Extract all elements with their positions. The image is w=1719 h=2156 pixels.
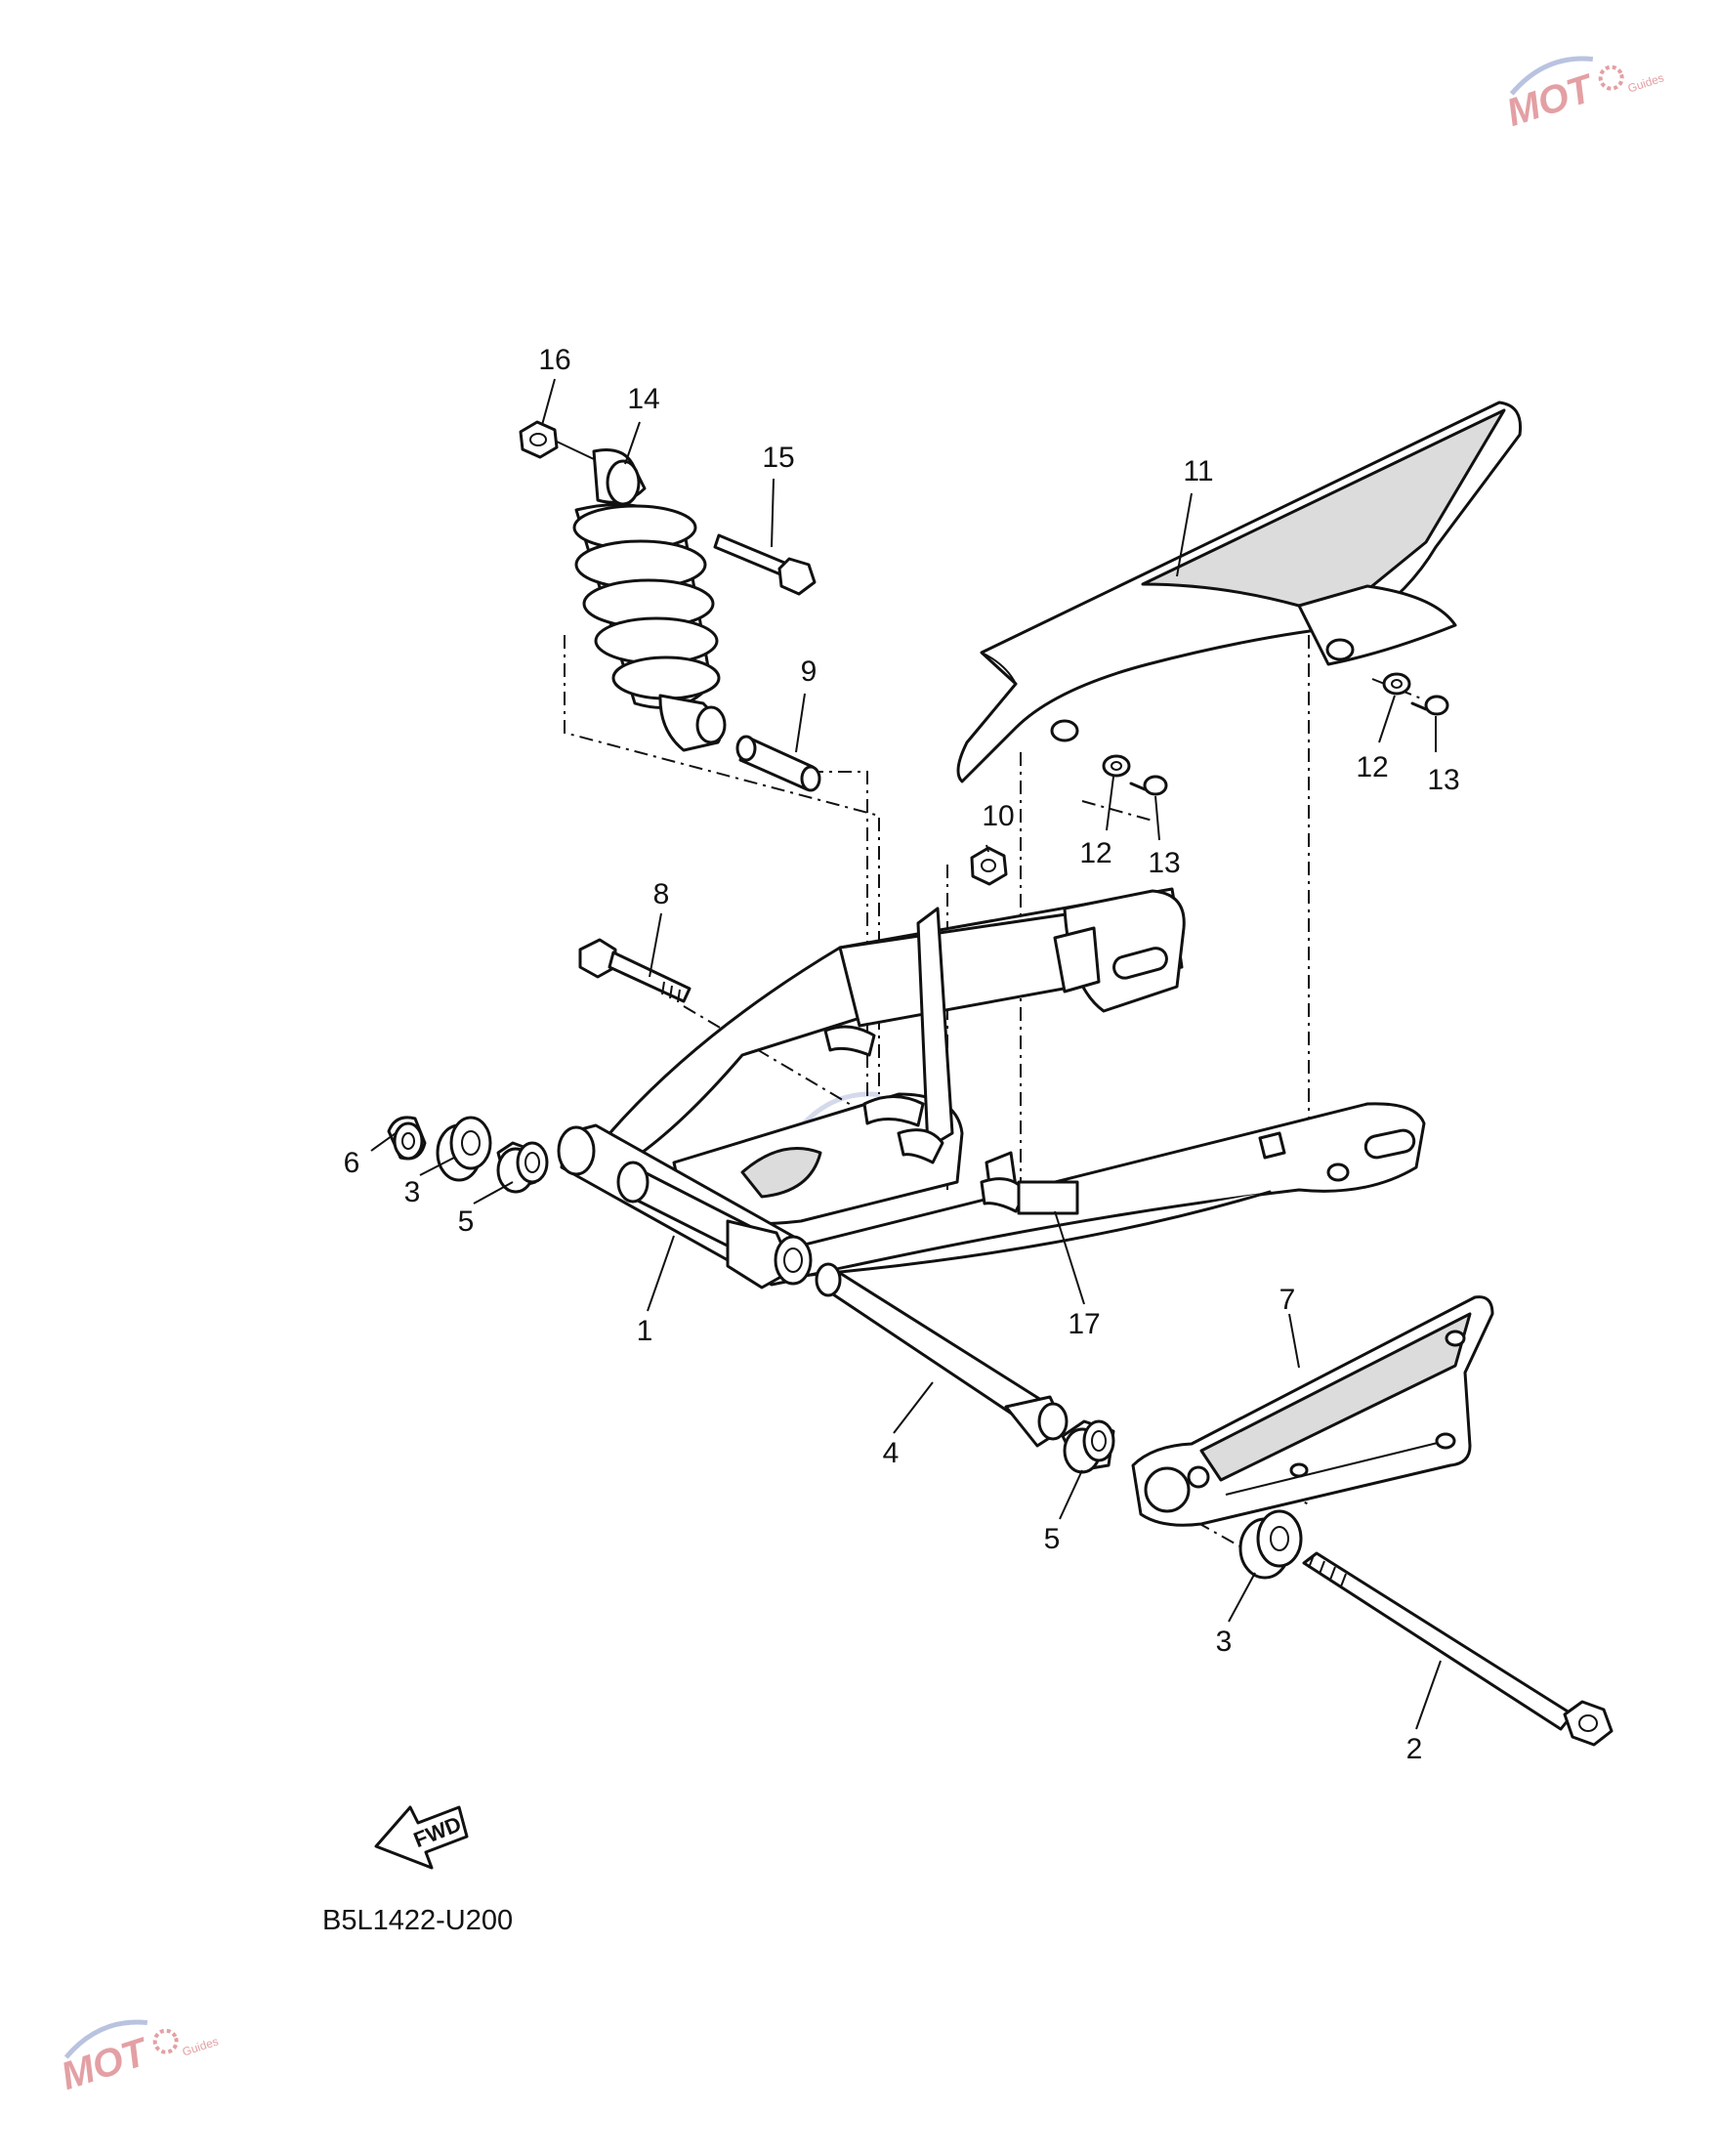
callout-13-right: 13 (1427, 764, 1459, 796)
callout-9: 9 (801, 655, 818, 688)
callout-7: 7 (1279, 1284, 1296, 1316)
callout-5-right: 5 (1044, 1523, 1061, 1555)
drawing-code: B5L1422-U200 (322, 1905, 513, 1936)
callout-5-left: 5 (458, 1205, 475, 1238)
callout-2: 2 (1406, 1733, 1423, 1765)
bearing-5-left (496, 1141, 549, 1194)
screw-13-right (1410, 695, 1449, 716)
callout-13-left: 13 (1148, 847, 1180, 879)
watermark-logo-bottom-left: MOT Guides (56, 2019, 220, 2098)
callout-3-right: 3 (1216, 1626, 1233, 1658)
callout-17: 17 (1068, 1308, 1100, 1340)
rear-shock-absorber-14 (572, 448, 727, 752)
swingarm-body (557, 887, 1426, 1289)
bolt-8 (578, 938, 692, 1003)
callout-8: 8 (653, 878, 670, 910)
washer-12-left (1102, 754, 1131, 778)
callout-3-left: 3 (404, 1176, 421, 1208)
bearing-5-right (1061, 1419, 1115, 1474)
label-17 (1017, 1180, 1079, 1215)
pivot-shaft-2 (1302, 1551, 1614, 1747)
pivot-collar-4 (815, 1262, 1069, 1448)
nut-16 (519, 420, 595, 460)
watermark-logo-top-right: MOT Guides (1501, 56, 1665, 135)
washer-12-right (1382, 672, 1411, 696)
dust-seal-3-right (1238, 1509, 1303, 1580)
leader-lines (370, 378, 1442, 1730)
screw-13-left (1129, 775, 1168, 796)
callout-16: 16 (538, 344, 570, 376)
forward-direction-arrow: FWD (374, 1805, 469, 1870)
callout-12-left: 12 (1079, 837, 1111, 869)
callout-14: 14 (627, 383, 659, 415)
callout-11: 11 (1183, 455, 1213, 487)
svg-text:Guides: Guides (1626, 70, 1665, 95)
callout-4: 4 (883, 1437, 900, 1469)
callout-12-right: 12 (1356, 751, 1388, 783)
callout-15: 15 (762, 442, 794, 474)
svg-text:Guides: Guides (181, 2034, 220, 2058)
callout-6: 6 (344, 1147, 360, 1179)
nut-10 (970, 846, 1008, 886)
side-plate-7 (1131, 1295, 1494, 1527)
callout-labels: 16 14 15 11 9 12 13 10 12 13 8 6 3 5 1 1… (344, 344, 1460, 1765)
dust-seal-3-left (436, 1116, 492, 1182)
callout-1: 1 (637, 1315, 653, 1347)
cap-6 (387, 1116, 427, 1161)
bolt-15 (713, 533, 817, 596)
svg-text:MOT: MOT (1501, 66, 1601, 135)
callout-10: 10 (982, 800, 1014, 832)
collar-9 (735, 735, 821, 792)
svg-text:MOT: MOT (56, 2030, 155, 2098)
chain-case-11 (956, 401, 1523, 783)
